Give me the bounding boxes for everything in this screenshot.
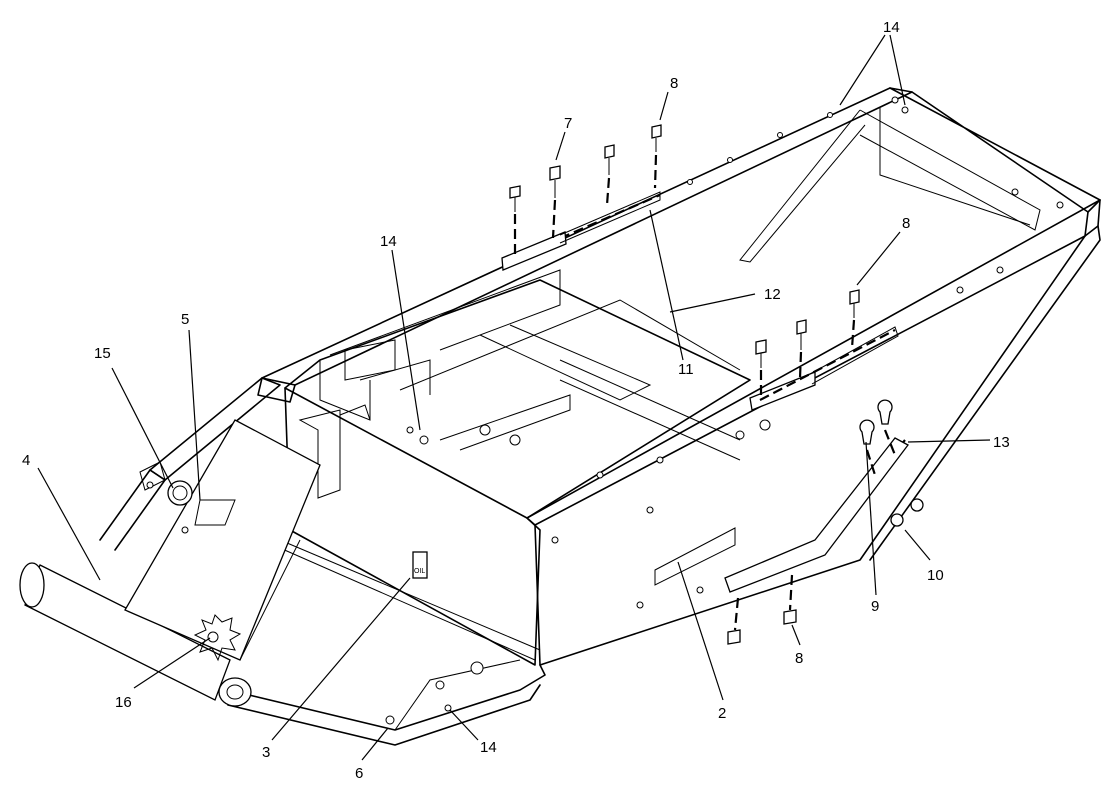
callout-8-bottom: 8	[795, 650, 803, 667]
callout-8-top: 8	[670, 75, 678, 92]
right-side-rail	[526, 199, 1101, 526]
mounting-holes	[146, 96, 1064, 725]
front-tube	[19, 562, 252, 707]
top-strap	[504, 193, 661, 264]
callout-16: 16	[115, 694, 132, 711]
side-decal	[654, 527, 736, 586]
grommet	[167, 480, 193, 506]
callout-2: 2	[718, 705, 726, 722]
callout-13: 13	[993, 434, 1010, 451]
oil-decal	[412, 551, 428, 579]
left-side-rail	[261, 87, 913, 386]
callout-labels: 14 8 7 14 8 12 11 5 15 4 13 10 9 8 2 16 …	[22, 19, 1010, 782]
starburst-decal	[193, 614, 242, 662]
callout-12: 12	[764, 286, 781, 303]
callout-7: 7	[564, 115, 572, 132]
rear-crossmember	[889, 87, 1101, 213]
callout-5: 5	[181, 311, 189, 328]
callout-8-right: 8	[902, 215, 910, 232]
callout-14-bottom: 14	[480, 739, 497, 756]
bolt-set-top	[509, 124, 662, 255]
leader-lines	[37, 34, 991, 761]
callout-15: 15	[94, 345, 111, 362]
bolt-set-right	[755, 289, 860, 398]
callout-14-mid: 14	[380, 233, 397, 250]
callout-11: 11	[678, 361, 694, 378]
callout-4: 4	[22, 452, 30, 469]
callout-9: 9	[871, 598, 879, 615]
callout-6: 6	[355, 765, 363, 782]
callout-10: 10	[927, 567, 944, 584]
callout-3: 3	[262, 744, 270, 761]
callout-14-top: 14	[883, 19, 900, 36]
bolt-set-lower	[727, 399, 924, 645]
oil-decal-text: OIL	[414, 568, 425, 575]
